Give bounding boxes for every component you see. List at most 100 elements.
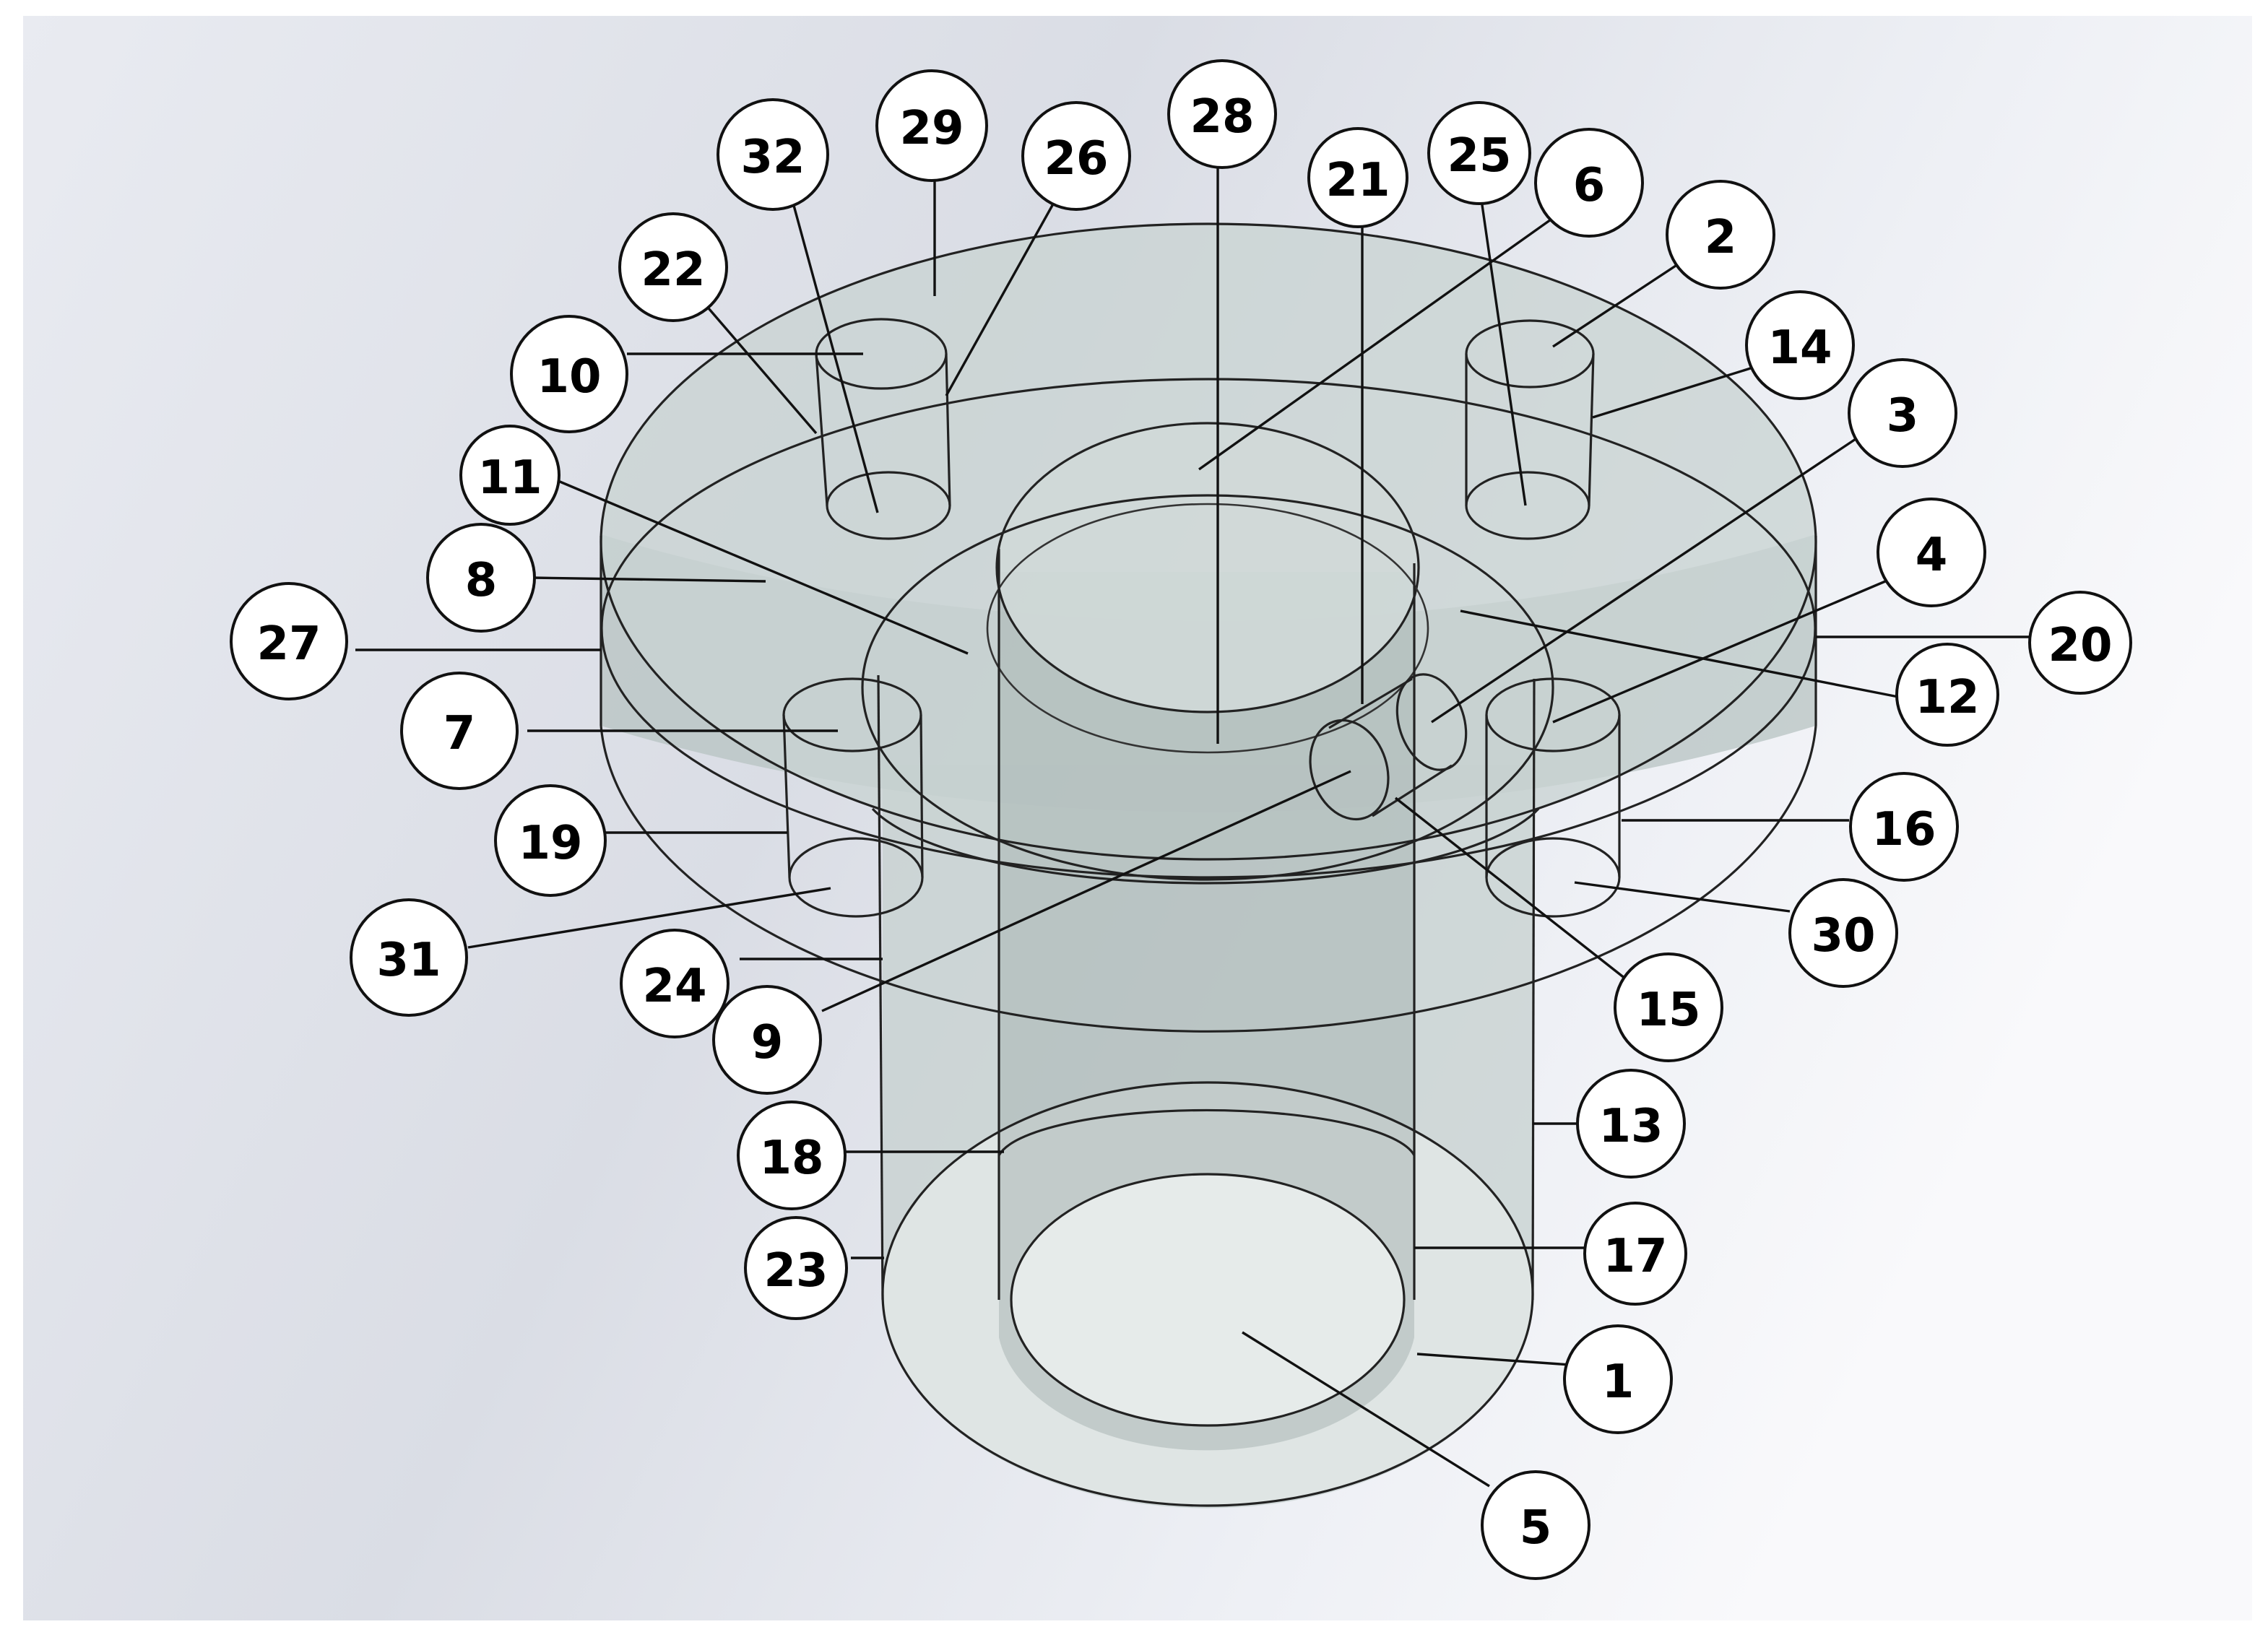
callout-2: 2 [1666,180,1775,290]
callout-31-label: 31 [376,934,441,987]
callout-23-label: 23 [763,1244,828,1298]
callout-25-label: 25 [1447,129,1511,183]
callout-8-label: 8 [465,554,498,607]
callout-17-label: 17 [1603,1230,1667,1283]
bottom-bore-edge [1010,1173,1406,1427]
callout-30: 30 [1788,878,1898,988]
callout-32: 32 [717,98,829,211]
leader-11 [554,478,969,655]
callout-6-label: 6 [1573,159,1606,212]
bore-inner-ellipse [986,503,1429,754]
callout-22-label: 22 [641,243,705,297]
leader-8 [531,576,766,583]
leader-3 [1431,435,1861,724]
callout-19-label: 19 [518,817,582,870]
callout-14: 14 [1745,290,1855,400]
callout-26-label: 26 [1044,132,1108,186]
callout-27-label: 27 [256,617,321,671]
callout-5-label: 5 [1520,1501,1552,1555]
side-port-top-edge [1328,677,1413,729]
callout-30-label: 30 [1811,909,1875,963]
bolt-hole-tl-right [945,353,951,506]
callout-2-label: 2 [1705,211,1737,264]
callout-1-label: 1 [1602,1355,1635,1409]
leader-lines [355,162,2034,1488]
leader-9 [821,770,1351,1012]
callout-29-label: 29 [899,102,964,155]
leader-2 [1552,264,1676,348]
flange-bottom-edge [600,725,1817,1033]
callouts: 1 2 3 4 5 6 7 8 9 10 11 12 13 14 15 16 1… [230,59,2132,1580]
bore-top-edge [995,422,1420,713]
callout-28-label: 28 [1190,90,1254,144]
callout-4: 4 [1877,498,1986,607]
leader-12 [1460,609,1899,698]
callout-20: 20 [2028,591,2132,695]
callout-3: 3 [1848,358,1957,468]
callout-16: 16 [1849,772,1959,882]
callout-23: 23 [744,1216,848,1320]
callout-7: 7 [400,672,519,790]
leader-15 [1394,797,1627,980]
side-port-bottom-edge [1372,764,1453,817]
callout-8: 8 [426,523,536,633]
leader-31 [467,887,831,949]
callout-17: 17 [1583,1202,1687,1306]
edge-lines [600,222,1817,1507]
callout-18-label: 18 [759,1132,823,1185]
bottom-bore-face [1011,1174,1404,1425]
callout-14-label: 14 [1767,321,1832,375]
bolt-hole-tr-right [1588,353,1595,506]
callout-25: 25 [1427,101,1531,205]
leader-30 [1574,881,1791,913]
callout-9-label: 9 [751,1016,784,1069]
leader-22 [703,302,818,435]
callout-21-label: 21 [1325,154,1390,207]
bore-top-face [997,423,1419,712]
callout-31: 31 [350,898,468,1017]
callout-12-label: 12 [1915,671,1979,724]
callout-1: 1 [1563,1324,1673,1434]
leader-4 [1552,576,1895,724]
callout-24: 24 [620,929,730,1038]
tube-left-wall [877,674,884,1301]
leader-6 [1198,217,1554,471]
callout-12: 12 [1895,643,1999,747]
callout-15: 15 [1614,952,1723,1062]
callout-11: 11 [459,425,560,526]
side-port-inner-face [1309,719,1390,821]
callout-22: 22 [618,212,728,322]
callout-24-label: 24 [642,960,706,1013]
callout-19: 19 [494,784,607,897]
bolt-hole-bl-left [782,714,791,878]
callout-5: 5 [1481,1470,1590,1580]
callout-29: 29 [875,69,988,182]
leader-14 [1592,365,1756,419]
bolt-hole-bl-right [919,714,924,878]
callout-10: 10 [510,315,628,433]
callout-16-label: 16 [1871,803,1936,856]
leader-25 [1479,194,1527,506]
callout-21: 21 [1307,127,1408,228]
bottom-outer-edge [881,1081,1534,1507]
callout-4-label: 4 [1916,529,1948,582]
callout-18: 18 [737,1101,847,1210]
callout-26: 26 [1021,101,1131,211]
bolt-hole-tl-left [815,353,828,506]
callout-13: 13 [1576,1069,1686,1179]
callout-10-label: 10 [537,350,601,404]
callout-11-label: 11 [477,451,542,505]
callout-3-label: 3 [1887,389,1919,443]
callout-32-label: 32 [740,131,805,184]
callout-9: 9 [712,985,822,1095]
tube-right-wall [1531,678,1536,1301]
boss-inner-edge [861,494,1554,881]
flange-body [601,224,1816,1509]
boss-lower-edge [871,807,1540,885]
leader-26 [945,194,1060,396]
leader-32 [789,194,879,513]
callout-15-label: 15 [1636,984,1700,1037]
leader-5 [1242,1331,1490,1488]
leader-1 [1416,1353,1571,1366]
